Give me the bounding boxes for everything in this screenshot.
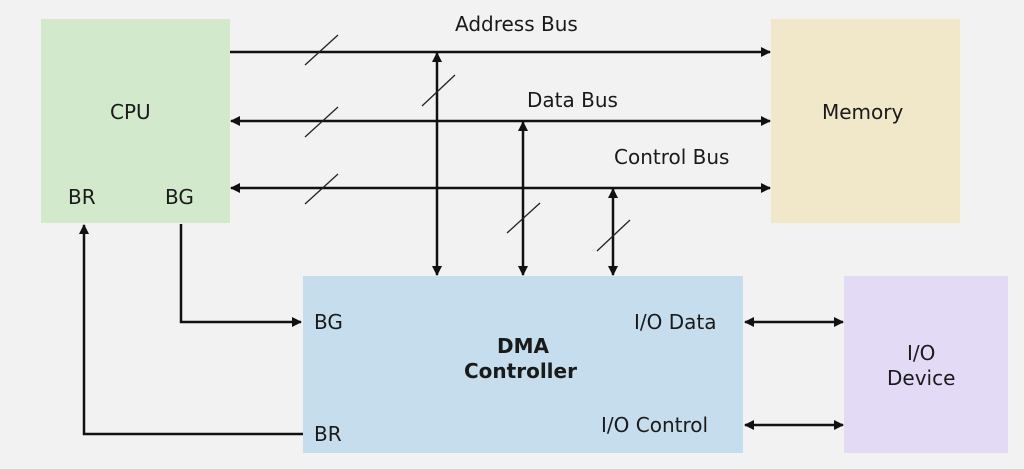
io-device-label-line1: I/O (907, 341, 936, 365)
memory-block (771, 19, 960, 223)
slash-mark (304, 106, 339, 138)
dma-title-line2: Controller (464, 359, 577, 383)
cpu-label: CPU (110, 100, 151, 124)
address-bus-label: Address Bus (455, 12, 578, 36)
data-bus-label: Data Bus (527, 88, 618, 112)
dma-title-line1: DMA (497, 334, 549, 358)
slash-mark (506, 202, 541, 234)
cpu-br-label: BR (68, 185, 96, 209)
dma-io-control-label: I/O Control (601, 413, 709, 437)
io-device-label-line2: Device (887, 366, 956, 390)
cpu-block (41, 19, 230, 223)
dma-bg-label: BG (314, 310, 343, 334)
bg-signal-line (179, 224, 302, 327)
br-signal-line (79, 224, 303, 436)
dma-br-label: BR (314, 422, 342, 446)
control-bus-label: Control Bus (614, 145, 730, 169)
slash-mark (421, 74, 456, 107)
dma-controller-block (303, 276, 743, 453)
slash-mark (596, 219, 631, 252)
io-device-block (844, 276, 1008, 453)
dma-io-data-label: I/O Data (634, 310, 717, 334)
slash-mark (304, 173, 339, 205)
slash-mark (304, 34, 339, 66)
cpu-bg-label: BG (165, 185, 194, 209)
memory-label: Memory (822, 100, 904, 124)
